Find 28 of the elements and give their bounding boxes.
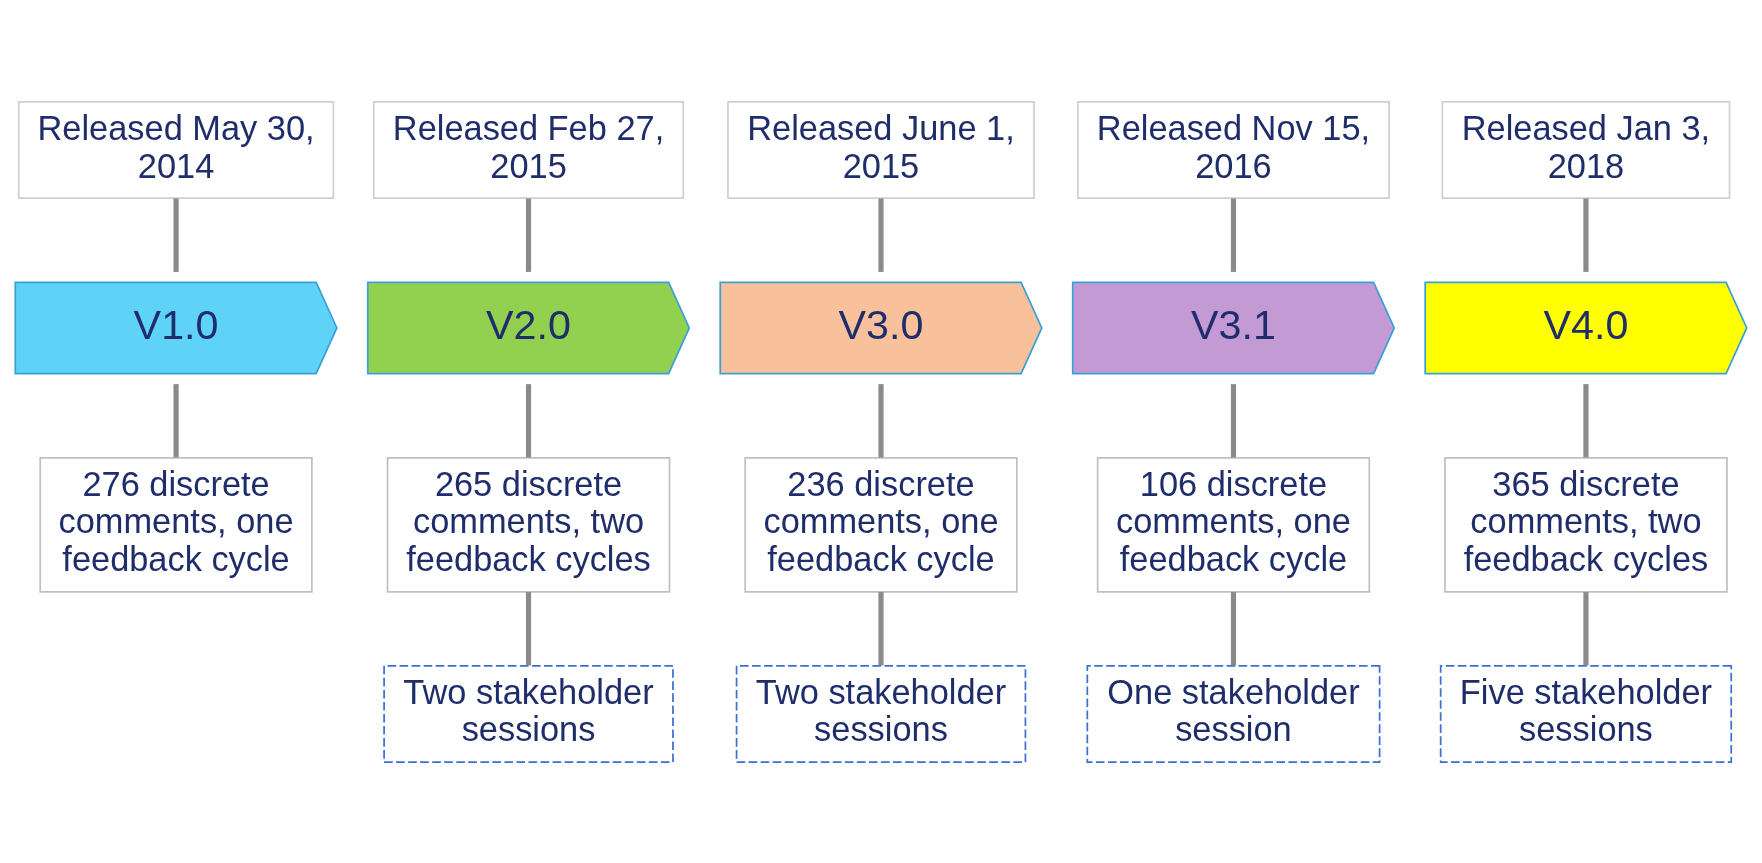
connector [1230, 198, 1237, 272]
connector [173, 198, 179, 272]
connector [1583, 383, 1589, 457]
connector [1230, 383, 1237, 457]
connector [525, 198, 532, 272]
connector [1230, 591, 1237, 665]
node-box: Two stakeholder sessions [383, 664, 674, 763]
node-box: 276 discrete comments, one feedback cycle [39, 456, 313, 593]
node-box: One stakeholder session [1086, 664, 1381, 763]
node-box: Five stakeholder sessions [1439, 664, 1733, 763]
node-box: Released June 1, 2015 [727, 100, 1035, 199]
node-box: Two stakeholder sessions [735, 664, 1027, 763]
node-box: Released Nov 15, 2016 [1077, 100, 1390, 199]
connector [1583, 591, 1589, 665]
connector [878, 591, 884, 665]
node-box: 365 discrete comments, two feedback cycles [1444, 456, 1728, 593]
connector [878, 383, 884, 457]
connector [173, 383, 179, 457]
node-box: Released Feb 27, 2015 [372, 100, 685, 199]
connector [525, 591, 532, 665]
connector [878, 198, 884, 272]
node-box: 236 discrete comments, one feedback cycle [744, 456, 1018, 593]
connector [525, 383, 532, 457]
connector [1583, 198, 1589, 272]
node-box: Released Jan 3, 2018 [1441, 100, 1731, 199]
node-box: Released May 30, 2014 [17, 100, 335, 199]
node-box: 265 discrete comments, two feedback cycles [386, 456, 671, 593]
node-box: 106 discrete comments, one feedback cycle [1096, 456, 1371, 593]
